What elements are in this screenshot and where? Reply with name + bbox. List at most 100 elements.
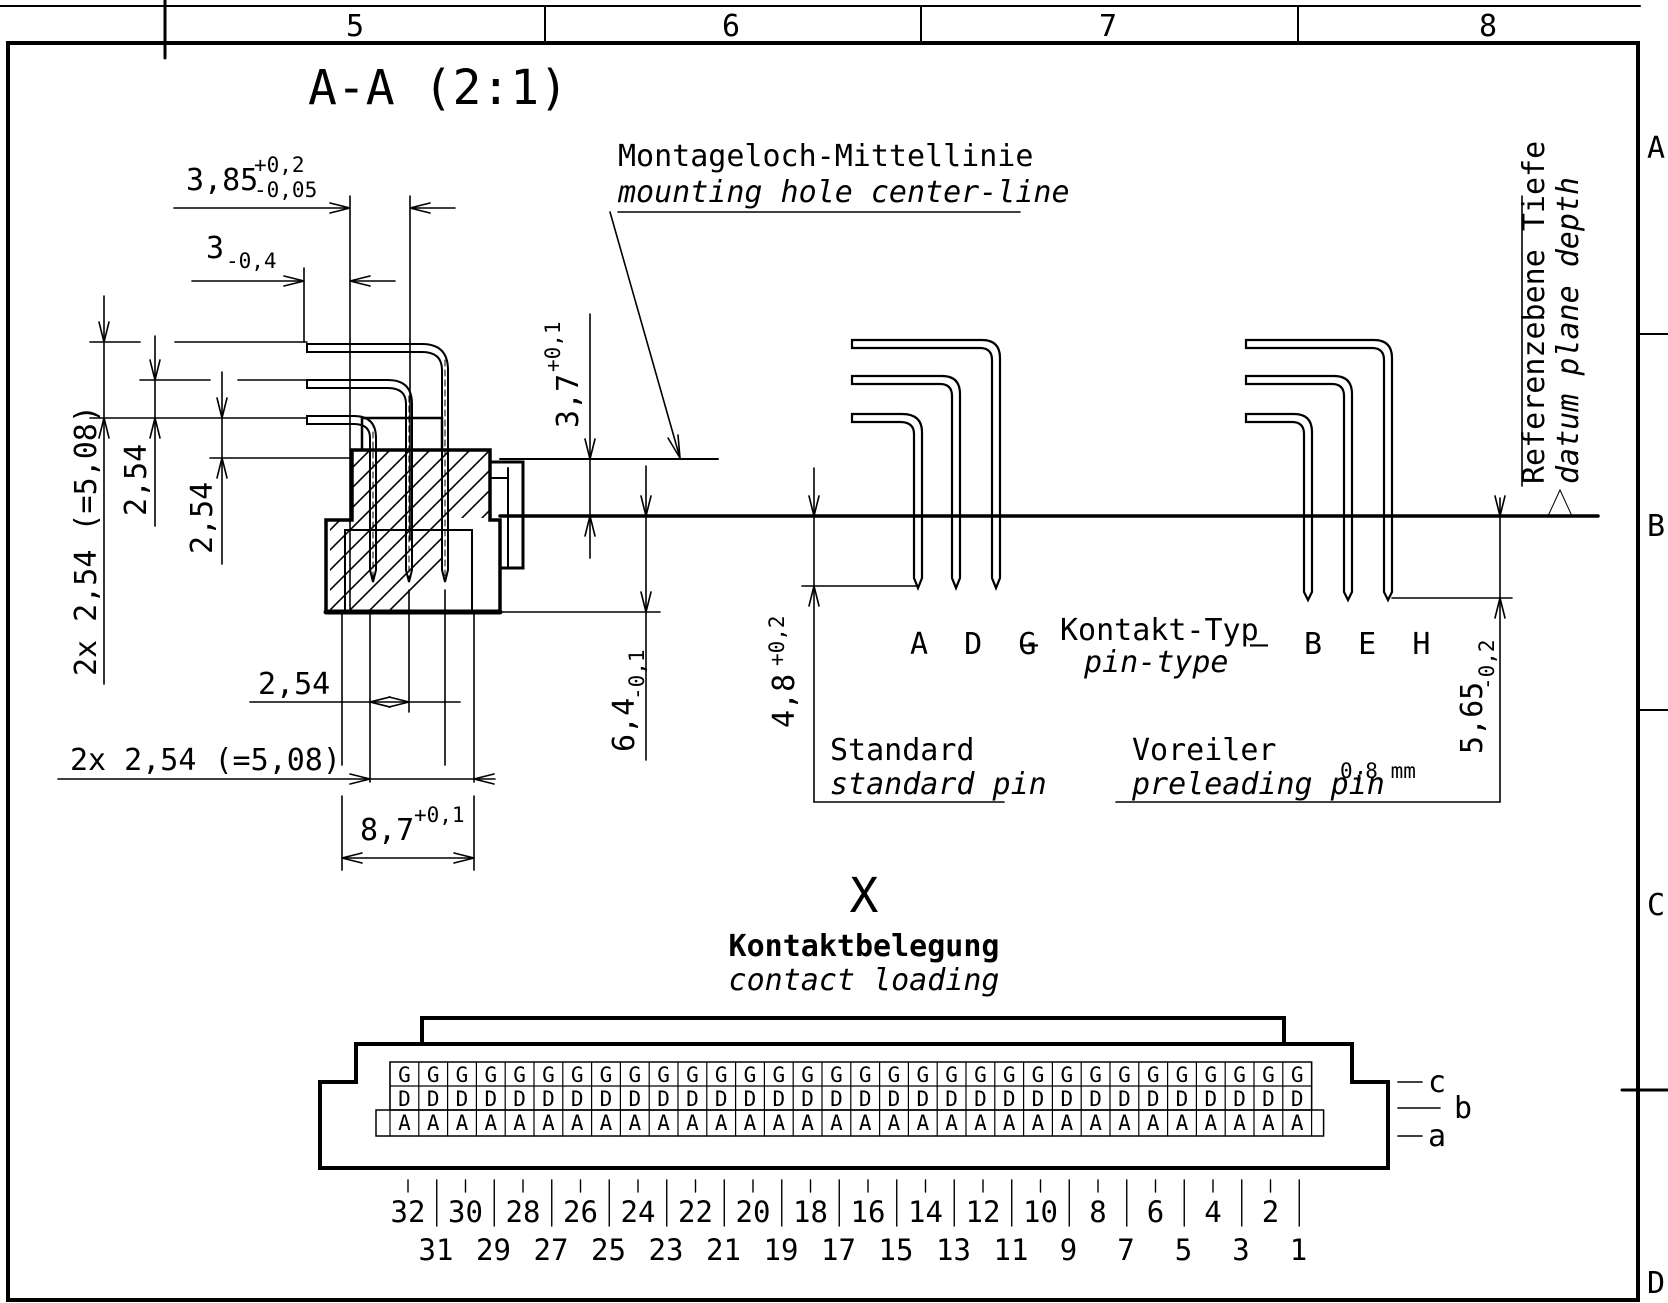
contact-number-even: 8 <box>1089 1195 1106 1229</box>
section-title: A-A (2:1) <box>308 60 568 116</box>
contact-cell: G <box>1118 1063 1131 1087</box>
contact-loading-title-de: Kontaktbelegung <box>729 929 1000 964</box>
contact-cell: D <box>484 1087 497 1111</box>
label-standard-de: Standard <box>830 733 975 768</box>
contact-cell: A <box>1204 1111 1217 1135</box>
dim-5-65: 5,65 <box>1455 682 1490 754</box>
dimension-lines <box>57 195 1021 871</box>
dim-5-65-tol: -0,2 <box>1475 639 1499 690</box>
pin-type-dimensions <box>801 195 1523 803</box>
dim-3-7: 3,7 <box>551 374 586 428</box>
contact-cell: A <box>1291 1111 1304 1135</box>
contact-cell: A <box>571 1111 584 1135</box>
zone-column-5: 5 <box>346 9 364 44</box>
dim-0-8-mm: 0,8 mm <box>1340 759 1416 783</box>
label-datum-en: datum plane depth <box>1551 177 1586 484</box>
dim-2x254-horizontal: 2x 2,54 (=5,08) <box>70 743 341 778</box>
contact-number-odd: 23 <box>649 1233 684 1267</box>
row-indicators <box>1397 1081 1441 1137</box>
contact-cell: D <box>1060 1087 1073 1111</box>
contact-cell: G <box>859 1063 872 1087</box>
contact-cell: D <box>1233 1087 1246 1111</box>
pin-type-standard <box>850 338 1002 591</box>
contact-cell: D <box>1118 1087 1131 1111</box>
label-standard-en: standard pin <box>830 767 1047 802</box>
contact-cell: D <box>1204 1087 1217 1111</box>
contact-cell: A <box>830 1111 843 1135</box>
contact-cell: G <box>657 1063 670 1087</box>
contact-number-even: 16 <box>851 1195 886 1229</box>
contact-number-odd: 13 <box>936 1233 971 1267</box>
contact-number-even: 4 <box>1204 1195 1221 1229</box>
contact-cell: G <box>686 1063 699 1087</box>
contact-cell: A <box>484 1111 497 1135</box>
contact-cell: G <box>513 1063 526 1087</box>
contact-cell: D <box>974 1087 987 1111</box>
contact-cell: G <box>628 1063 641 1087</box>
contact-cell: G <box>1176 1063 1189 1087</box>
zone-row-c: C <box>1647 888 1665 923</box>
contact-cell: G <box>484 1063 497 1087</box>
contact-cell: A <box>859 1111 872 1135</box>
contact-cell: G <box>1003 1063 1016 1087</box>
contact-cell: G <box>571 1063 584 1087</box>
contact-cell: D <box>1176 1087 1189 1111</box>
contact-cell: D <box>513 1087 526 1111</box>
contact-number-odd: 1 <box>1290 1233 1307 1267</box>
contact-number-even: 30 <box>448 1195 483 1229</box>
contact-number-even: 28 <box>506 1195 541 1229</box>
contact-cell: A <box>1233 1111 1246 1135</box>
contact-cell: A <box>801 1111 814 1135</box>
reference-lines <box>498 458 1600 518</box>
dim-6-4: 6,4 <box>607 698 642 752</box>
dim-4-8-tol: +0,2 <box>765 615 789 666</box>
contact-cell: D <box>859 1087 872 1111</box>
contact-cell: G <box>542 1063 555 1087</box>
contact-cell: A <box>1262 1111 1275 1135</box>
connector-face-outline <box>318 1016 1390 1170</box>
contact-cell: G <box>1032 1063 1045 1087</box>
contact-cell: D <box>1089 1087 1102 1111</box>
contact-cell: A <box>888 1111 901 1135</box>
contact-cell: D <box>772 1087 785 1111</box>
contact-number-odd: 21 <box>706 1233 741 1267</box>
contact-cell: A <box>772 1111 785 1135</box>
contact-cell: A <box>945 1111 958 1135</box>
contact-number-odd: 9 <box>1060 1233 1077 1267</box>
dim-6-4-tol: -0,1 <box>625 649 649 700</box>
contact-loading-title-en: contact loading <box>729 963 1000 998</box>
dim-8-7: 8,7 <box>360 813 414 848</box>
label-preleading-types: B E H <box>1304 627 1430 662</box>
contact-cell: G <box>1147 1063 1160 1087</box>
label-dash-left: — <box>1020 627 1039 662</box>
dim-254-b: 2,54 <box>185 482 220 554</box>
zone-column-6: 6 <box>722 9 740 44</box>
contact-cell: D <box>571 1087 584 1111</box>
contact-cell: G <box>744 1063 757 1087</box>
contact-cell: D <box>830 1087 843 1111</box>
contact-number-even: 10 <box>1023 1195 1058 1229</box>
zone-row-d: D <box>1647 1266 1665 1301</box>
contact-grid-lower <box>375 1109 1325 1137</box>
contact-number-even: 32 <box>391 1195 426 1229</box>
contact-cell: D <box>1147 1087 1160 1111</box>
contact-cell: A <box>1032 1111 1045 1135</box>
contact-cell: G <box>888 1063 901 1087</box>
contact-cell: A <box>542 1111 555 1135</box>
contact-number-even: 20 <box>736 1195 771 1229</box>
contact-number-odd: 15 <box>879 1233 914 1267</box>
contact-cell: G <box>772 1063 785 1087</box>
contact-cell: G <box>600 1063 613 1087</box>
contact-cell: G <box>1060 1063 1073 1087</box>
contact-number-odd: 5 <box>1175 1233 1192 1267</box>
contact-cell: A <box>916 1111 929 1135</box>
contact-cell: D <box>542 1087 555 1111</box>
contact-number-odd: 31 <box>419 1233 454 1267</box>
contact-cell: D <box>398 1087 411 1111</box>
dim-8-7-tol: +0,1 <box>414 803 465 827</box>
view-label-x: X <box>850 868 879 924</box>
contact-cell: G <box>456 1063 469 1087</box>
